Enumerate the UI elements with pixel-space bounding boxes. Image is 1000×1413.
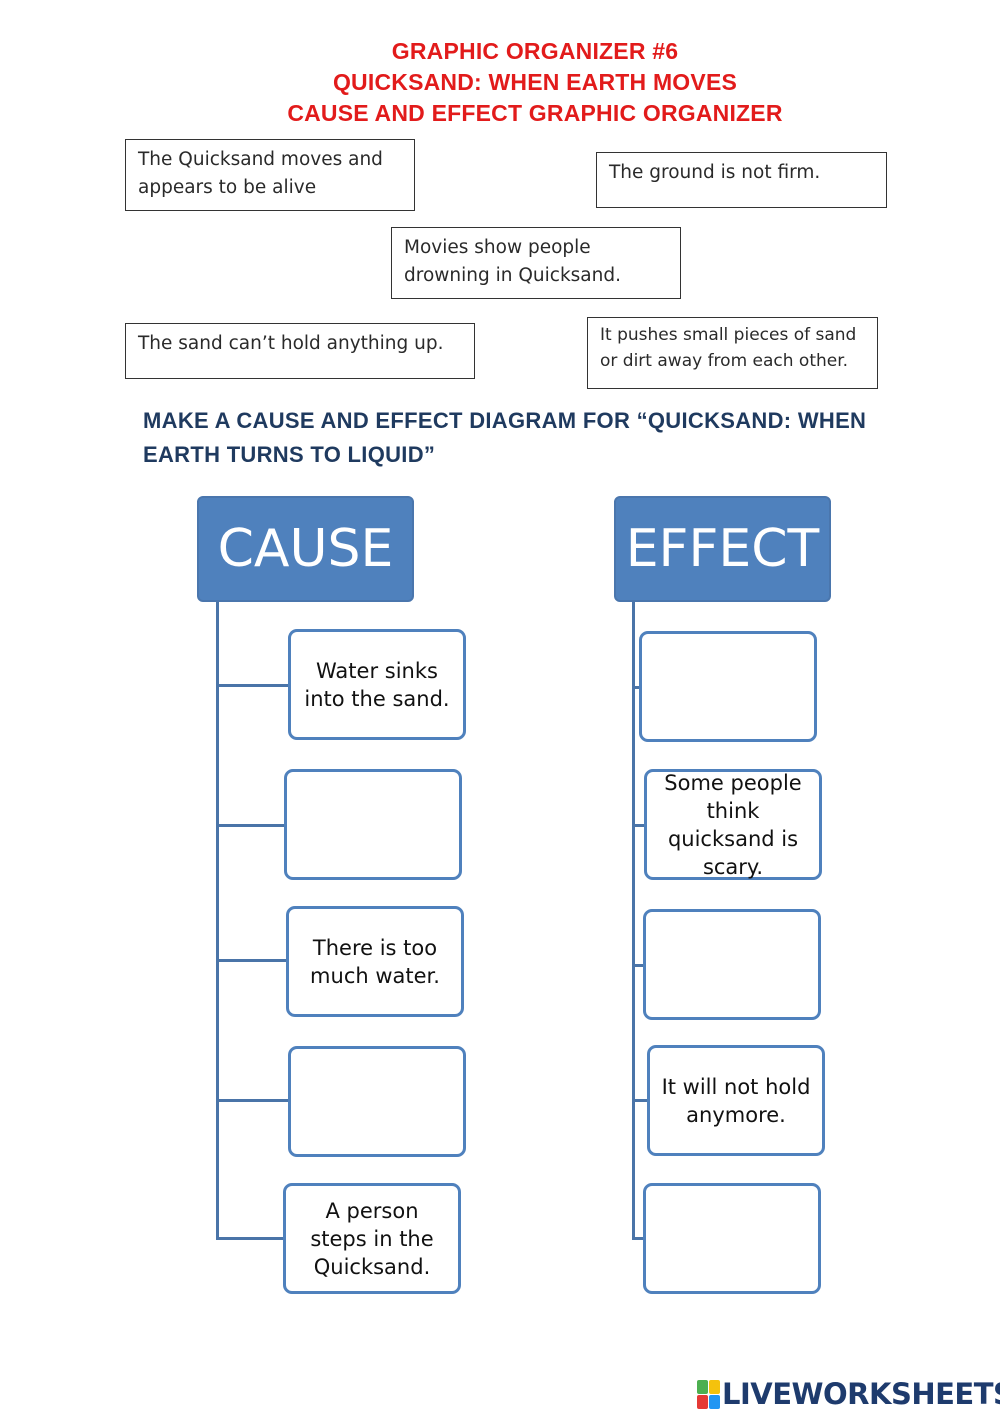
- logo-square-blue: [709, 1394, 720, 1409]
- effect-box[interactable]: [639, 631, 817, 742]
- logo-square-yellow: [709, 1379, 720, 1394]
- effect-branch: [632, 686, 640, 689]
- cause-box[interactable]: [284, 769, 462, 880]
- option-card[interactable]: It pushes small pieces of sand or dirt a…: [587, 317, 878, 389]
- cause-branch: [216, 1099, 290, 1102]
- cause-branch: [216, 824, 286, 827]
- title-line-3: CAUSE AND EFFECT GRAPHIC ORGANIZER: [287, 100, 783, 126]
- effect-header: EFFECT: [614, 496, 831, 602]
- effect-box[interactable]: It will not hold anymore.: [647, 1045, 825, 1156]
- cause-branch: [216, 684, 290, 687]
- instruction-text: MAKE A CAUSE AND EFFECT DIAGRAM FOR “QUI…: [143, 408, 867, 467]
- title-line-1: GRAPHIC ORGANIZER #6: [391, 38, 679, 64]
- logo-square-green: [697, 1379, 708, 1394]
- cause-box[interactable]: There is too much water.: [286, 906, 464, 1017]
- cause-connector-line: [216, 602, 219, 1240]
- effect-branch: [632, 964, 644, 967]
- cause-branch: [216, 1237, 286, 1240]
- cause-box[interactable]: [288, 1046, 466, 1157]
- effect-box[interactable]: [643, 909, 821, 1020]
- option-card[interactable]: Movies show people drowning in Quicksand…: [391, 227, 681, 299]
- cause-branch: [216, 959, 288, 962]
- effect-connector-line: [632, 602, 635, 1240]
- logo-text: LIVEWORKSHEETS: [722, 1377, 1000, 1411]
- cause-box[interactable]: Water sinks into the sand.: [288, 629, 466, 740]
- logo-mark-icon: [697, 1379, 720, 1409]
- effect-box[interactable]: [643, 1183, 821, 1294]
- liveworksheets-logo: LIVEWORKSHEETS: [697, 1377, 1000, 1411]
- worksheet-title: GRAPHIC ORGANIZER #6 QUICKSAND: WHEN EAR…: [0, 36, 1000, 129]
- logo-square-red: [697, 1394, 708, 1409]
- cause-box[interactable]: A person steps in the Quicksand.: [283, 1183, 461, 1294]
- cause-header: CAUSE: [197, 496, 414, 602]
- option-card[interactable]: The sand can’t hold anything up.: [125, 323, 475, 379]
- effect-box[interactable]: Some people think quicksand is scary.: [644, 769, 822, 880]
- option-card[interactable]: The ground is not firm.: [596, 152, 887, 208]
- effect-branch: [632, 1237, 644, 1240]
- effect-branch: [632, 824, 644, 827]
- effect-branch: [632, 1099, 648, 1102]
- title-line-2: QUICKSAND: WHEN EARTH MOVES: [332, 69, 738, 95]
- option-card[interactable]: The Quicksand moves and appears to be al…: [125, 139, 415, 211]
